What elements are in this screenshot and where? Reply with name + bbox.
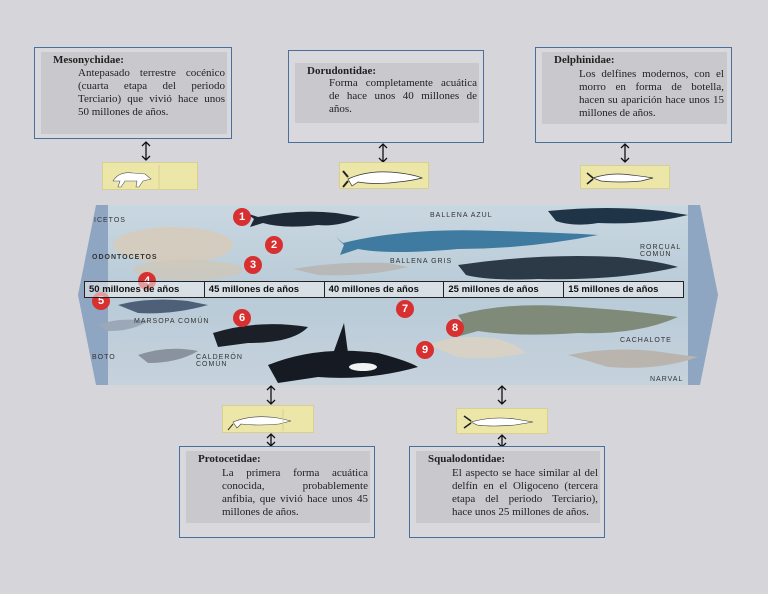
map-label: ODONTOCETOS — [92, 254, 158, 261]
marker-8: 8 — [446, 319, 464, 337]
card-title: Squalodontidae: — [428, 453, 506, 465]
map-label: RORCUAL COMÚN — [640, 244, 681, 258]
map-label: BALLENA AZUL — [430, 212, 493, 219]
timeline-strip: 50 millones de años 45 millones de años … — [84, 281, 684, 298]
card-body: La primera forma acuática conocida, prob… — [222, 467, 368, 518]
thumb-dorudontidae — [339, 162, 429, 189]
thumb-mesonychidae — [102, 162, 198, 190]
card-delphinidae: Delphinidae: Los delfines modernos, con … — [535, 47, 732, 143]
card-squalodontidae: Squalodontidae: El aspecto se hace simil… — [409, 446, 605, 538]
card-body: El aspecto se hace similar al del delfín… — [452, 467, 598, 518]
card-title: Mesonychidae: — [53, 54, 124, 66]
marker-3: 3 — [244, 256, 262, 274]
marker-7: 7 — [396, 300, 414, 318]
map-label: NARVAL — [650, 376, 684, 383]
marker-2: 2 — [265, 236, 283, 254]
connector-arrow — [378, 143, 388, 163]
card-dorudontidae: Dorudontidae: Forma completamente acuáti… — [288, 50, 484, 143]
connector-arrow — [141, 141, 151, 161]
map-label: CALDERÓN COMÚN — [196, 354, 243, 368]
thumb-squalodontidae — [456, 408, 548, 434]
map-label: BALLENA GRIS — [390, 258, 453, 265]
map-label: BOTO — [92, 354, 116, 361]
map-label: ICETOS — [94, 217, 126, 224]
card-title: Delphinidae: — [554, 54, 615, 66]
card-body: Los delfines modernos, con el morro en f… — [579, 68, 724, 119]
connector-arrow — [497, 385, 507, 405]
map-label: MARSOPA COMÚN — [134, 318, 210, 325]
timeline-cell: 45 millones de años — [204, 281, 325, 298]
thumb-protocetidae — [222, 405, 314, 433]
cetacean-illustration-band — [78, 205, 718, 385]
map-label: CACHALOTE — [620, 337, 672, 344]
marker-9: 9 — [416, 341, 434, 359]
timeline-cell: 15 millones de años — [564, 281, 684, 298]
thumb-delphinidae — [580, 165, 670, 189]
timeline-cell: 25 millones de años — [444, 281, 565, 298]
timeline-cell: 40 millones de años — [324, 281, 445, 298]
connector-arrow — [620, 143, 630, 163]
card-title: Dorudontidae: — [307, 65, 377, 77]
card-body: Antepasado terrestre cocénico (cuarta et… — [78, 67, 225, 118]
marker-6: 6 — [233, 309, 251, 327]
card-protocetidae: Protocetidae: La primera forma acuática … — [179, 446, 375, 538]
connector-arrow — [266, 385, 276, 405]
card-mesonychidae: Mesonychidae: Antepasado terrestre cocén… — [34, 47, 232, 139]
marker-1: 1 — [233, 208, 251, 226]
card-title: Protocetidae: — [198, 453, 261, 465]
card-body: Forma completamente acuática de hace uno… — [329, 77, 477, 115]
connector-arrow — [266, 433, 276, 447]
timeline-cell: 50 millones de años — [84, 281, 205, 298]
